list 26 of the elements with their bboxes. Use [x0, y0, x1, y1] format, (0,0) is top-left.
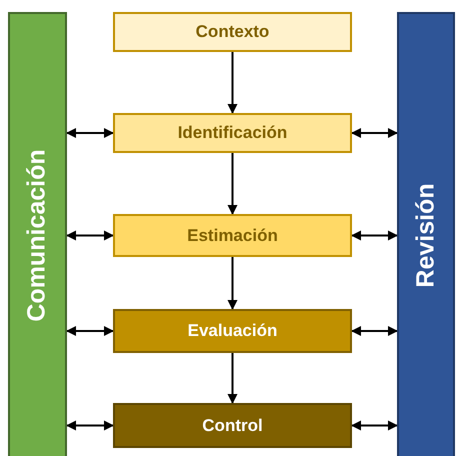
- arrow: [66, 230, 114, 240]
- box-label: Identificación: [178, 123, 288, 143]
- arrow: [228, 153, 238, 215]
- box-label: Control: [202, 416, 263, 436]
- arrow: [351, 230, 398, 240]
- arrow: [228, 353, 238, 404]
- box-label: Comunicación: [23, 148, 52, 322]
- process-box: [113, 309, 352, 353]
- process-box: [113, 403, 352, 448]
- arrow: [66, 128, 114, 138]
- side-bar: [397, 12, 455, 456]
- arrow: [351, 326, 398, 336]
- box-label: Contexto: [196, 22, 270, 42]
- box-label: Evaluación: [188, 321, 278, 341]
- arrow: [228, 257, 238, 310]
- process-box: [113, 214, 352, 257]
- arrow: [66, 326, 114, 336]
- arrow: [351, 128, 398, 138]
- process-box: [113, 113, 352, 153]
- box-label: Revisión: [412, 182, 440, 288]
- side-bar: [8, 12, 67, 456]
- arrow: [66, 420, 114, 430]
- arrow: [228, 52, 238, 114]
- arrow: [351, 420, 398, 430]
- box-label: Estimación: [187, 226, 278, 246]
- process-box: [113, 12, 352, 52]
